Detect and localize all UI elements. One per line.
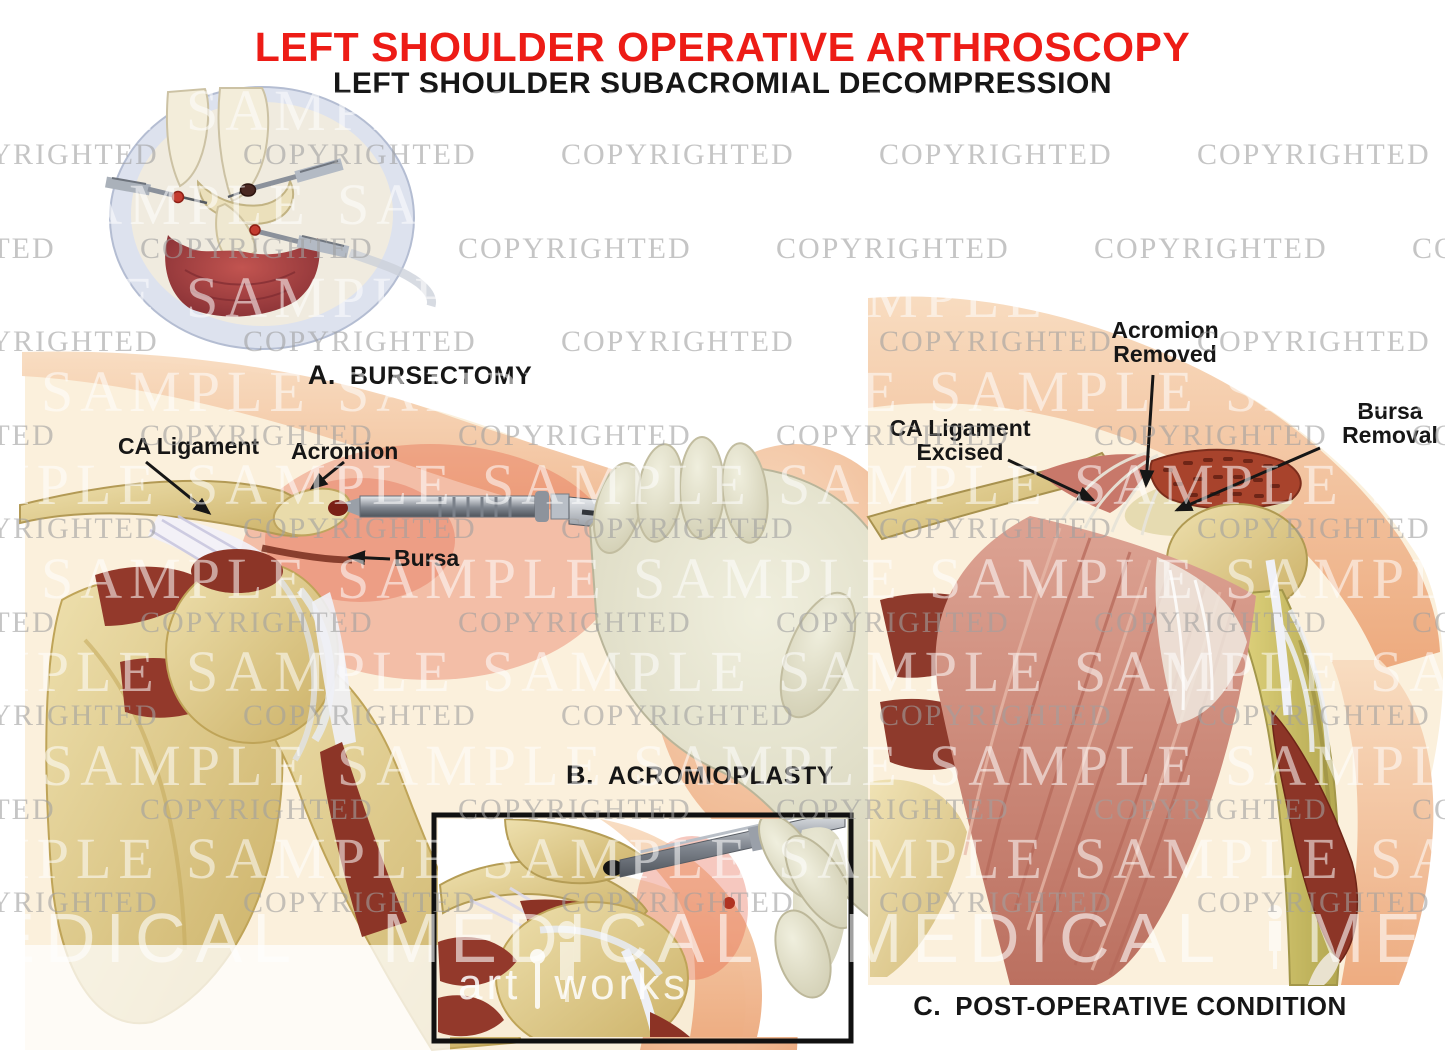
artworks-logo-art: art (458, 960, 522, 1009)
deltoid-muscle (935, 516, 1256, 985)
panel-b-title: B.ACROMIOPLASTY (566, 760, 834, 790)
portal-entry-point (328, 500, 348, 516)
arthroscopic-instrument-left (105, 176, 208, 205)
portal-placement-inset (105, 86, 436, 350)
panel-a-title: A.BURSECTOMY (307, 360, 533, 390)
label-arrows (145, 374, 1321, 566)
arrow-bursa-removal (1174, 446, 1321, 512)
artworks-logo: art works (458, 949, 690, 1010)
panel-c-letter: C. (913, 991, 942, 1021)
label-acromion-removed: Acromion Removed (1111, 317, 1219, 367)
arrow-bursa (347, 550, 391, 566)
bursa-structure (191, 549, 283, 593)
panel-c-figure (866, 296, 1444, 986)
panel-a-letter: A. (307, 360, 336, 390)
artworks-logo-works: works (554, 960, 690, 1009)
label-bursa-removal: Bursa Removal (1342, 398, 1438, 448)
label-bursa: Bursa (394, 545, 460, 571)
panel-b-letter: B. (566, 760, 595, 790)
burr-entry-hole (603, 860, 623, 876)
arthroscopic-instrument-lower-right (249, 224, 436, 308)
arrow-ca-excised (1007, 458, 1096, 502)
label-ca-ligament-excised: CA Ligament Excised (889, 415, 1031, 465)
main-title: LEFT SHOULDER OPERATIVE ARTHROSCOPY (254, 24, 1191, 70)
arrow-acromion-removed (1139, 374, 1155, 488)
panel-c-title: C.POST-OPERATIVE CONDITION (913, 991, 1347, 1021)
subtitle: LEFT SHOULDER SUBACROMIAL DECOMPRESSION (333, 67, 1112, 100)
person-icon (1268, 905, 1282, 969)
staff-icon (530, 949, 546, 1009)
label-acromion: Acromion (291, 438, 399, 464)
bursa-removal-site (1149, 448, 1302, 510)
label-ca-ligament: CA Ligament (118, 433, 259, 459)
person-icon (558, 921, 576, 1002)
gloved-fingers (758, 819, 847, 999)
arrow-acromion (309, 460, 345, 490)
panel-b-border (431, 812, 854, 1044)
panel-b-figure (431, 812, 854, 1044)
arrow-ca-ligament (145, 460, 212, 515)
arthroscopic-instrument-upper-right (227, 158, 344, 199)
suction-tube (348, 248, 436, 308)
